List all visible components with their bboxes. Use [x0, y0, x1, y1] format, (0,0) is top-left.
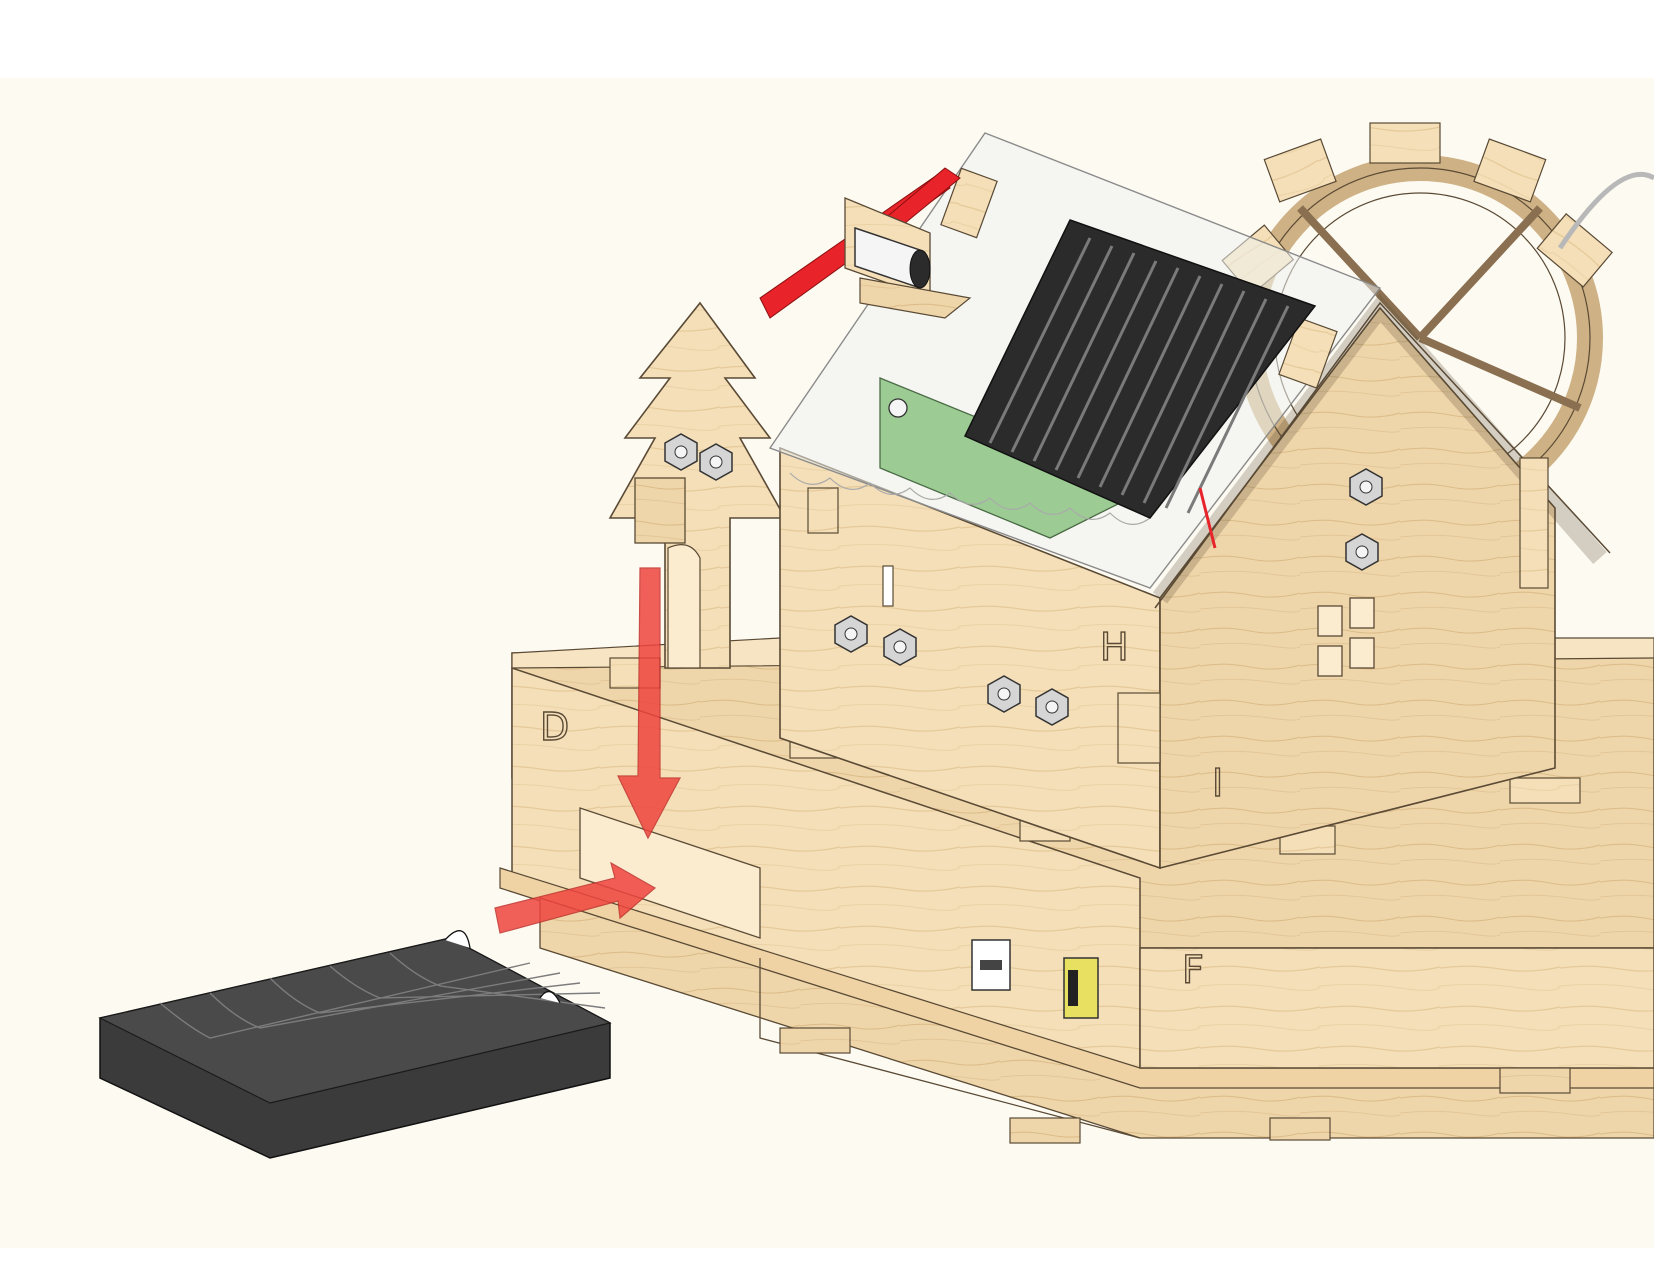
tree-panel [608, 301, 787, 669]
assembly-diagram: D H I F [0, 78, 1654, 1248]
nut-icon [664, 433, 698, 471]
nut-icon [834, 615, 868, 653]
nut-icon [1345, 533, 1379, 571]
house-body [779, 293, 1611, 870]
part-label-h: H [1100, 625, 1129, 669]
insert-arrow-down [617, 567, 681, 840]
assembly-illustration: D H I F [98, 122, 1654, 1159]
window [1317, 597, 1375, 677]
insert-arrow-right [494, 861, 657, 934]
part-label-d: D [540, 705, 569, 749]
nut-icon [1035, 688, 1069, 726]
motor-with-propeller [759, 167, 972, 319]
part-label-f: F [1182, 948, 1204, 992]
solar-panel [963, 219, 1317, 549]
nut-icon [987, 675, 1021, 713]
nut-icon [1349, 468, 1383, 506]
nut-icon [883, 628, 917, 666]
nut-icon [699, 443, 733, 481]
battery-holder [98, 930, 612, 1159]
part-label-i: I [1212, 761, 1223, 805]
part-labels: D H I F [539, 624, 1224, 992]
